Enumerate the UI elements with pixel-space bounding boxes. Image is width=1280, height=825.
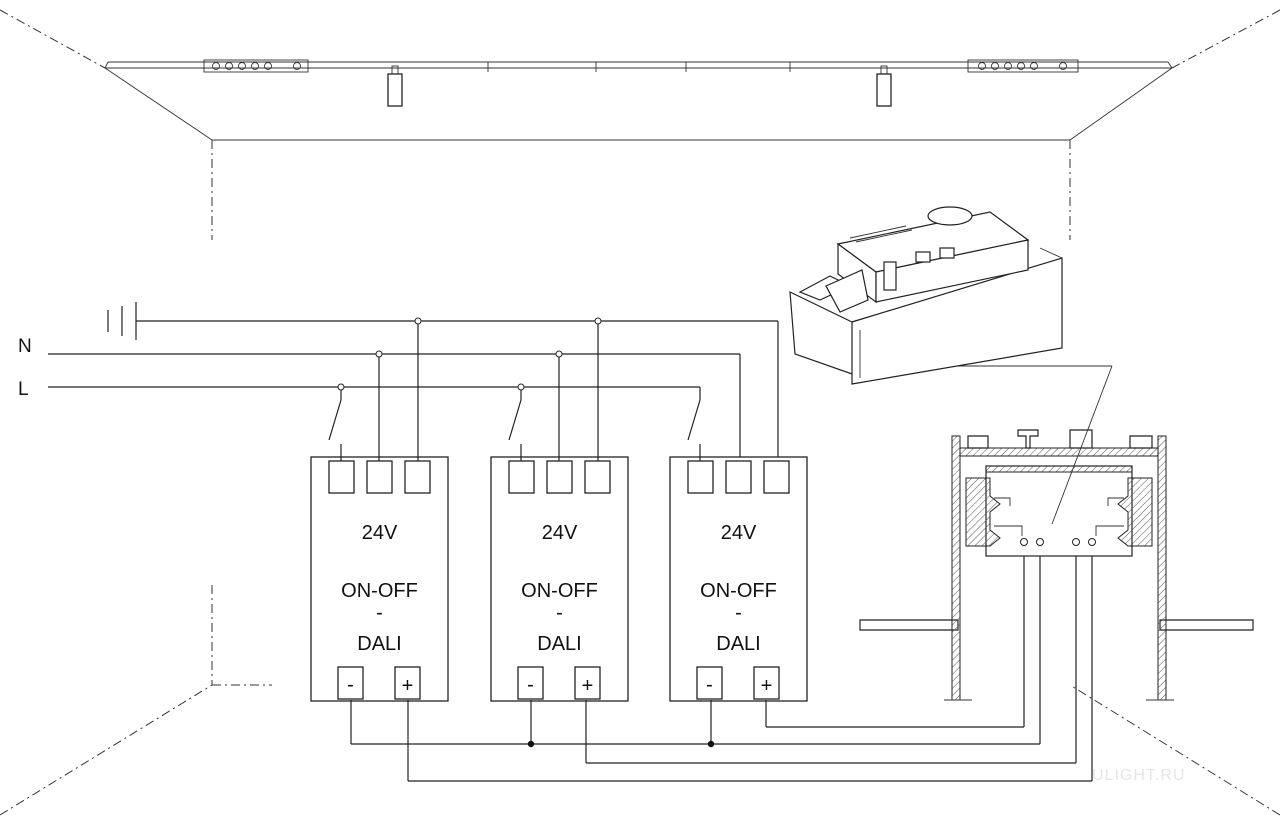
led-module-right bbox=[967, 59, 1079, 73]
mode-label: ON-OFF bbox=[700, 580, 777, 602]
input-terminal bbox=[725, 460, 752, 494]
ceiling-track bbox=[104, 59, 1173, 107]
track-profile-icon bbox=[859, 365, 1254, 701]
switch-icon bbox=[508, 383, 525, 461]
switch-icon bbox=[328, 383, 345, 461]
minus-label: - bbox=[527, 674, 534, 696]
mode-separator: - bbox=[735, 602, 742, 624]
mode-label: DALI bbox=[716, 633, 760, 655]
voltage-label: 24V bbox=[721, 522, 757, 544]
input-terminal bbox=[404, 460, 431, 494]
mode-label: ON-OFF bbox=[341, 580, 418, 602]
spotlight-icon bbox=[876, 65, 892, 107]
line-label: L bbox=[18, 379, 29, 400]
plus-label: + bbox=[761, 675, 773, 697]
mode-separator: - bbox=[376, 602, 383, 624]
input-terminal bbox=[328, 460, 355, 494]
plus-terminal bbox=[394, 666, 421, 700]
track-adapter-icon bbox=[789, 206, 1063, 385]
minus-terminal bbox=[696, 666, 723, 700]
switch-icon bbox=[687, 387, 701, 461]
mode-separator: - bbox=[556, 602, 563, 624]
input-terminal bbox=[584, 460, 611, 494]
supply-lines bbox=[48, 320, 779, 458]
led-module-left bbox=[203, 59, 309, 73]
minus-terminal bbox=[337, 666, 364, 700]
plus-label: + bbox=[402, 675, 414, 697]
input-terminal bbox=[366, 460, 393, 494]
watermark-text: ULIGHT.RU bbox=[1092, 767, 1185, 784]
room-outline bbox=[0, 9, 1280, 816]
ground-symbol-icon bbox=[107, 302, 137, 340]
plus-terminal bbox=[574, 666, 601, 700]
input-terminal bbox=[687, 460, 714, 494]
mode-label: ON-OFF bbox=[521, 580, 598, 602]
mode-label: DALI bbox=[357, 633, 401, 655]
dali-bus bbox=[350, 542, 1093, 782]
mode-label: DALI bbox=[537, 633, 581, 655]
plus-label: + bbox=[582, 675, 594, 697]
minus-label: - bbox=[706, 674, 713, 696]
spotlight-icon bbox=[387, 65, 403, 107]
input-terminal bbox=[508, 460, 535, 494]
neutral-label: N bbox=[18, 336, 32, 357]
voltage-label: 24V bbox=[362, 522, 398, 544]
plus-terminal bbox=[753, 666, 780, 700]
voltage-label: 24V bbox=[542, 522, 578, 544]
minus-label: - bbox=[347, 674, 354, 696]
minus-terminal bbox=[517, 666, 544, 700]
input-terminal bbox=[763, 460, 790, 494]
input-terminal bbox=[546, 460, 573, 494]
